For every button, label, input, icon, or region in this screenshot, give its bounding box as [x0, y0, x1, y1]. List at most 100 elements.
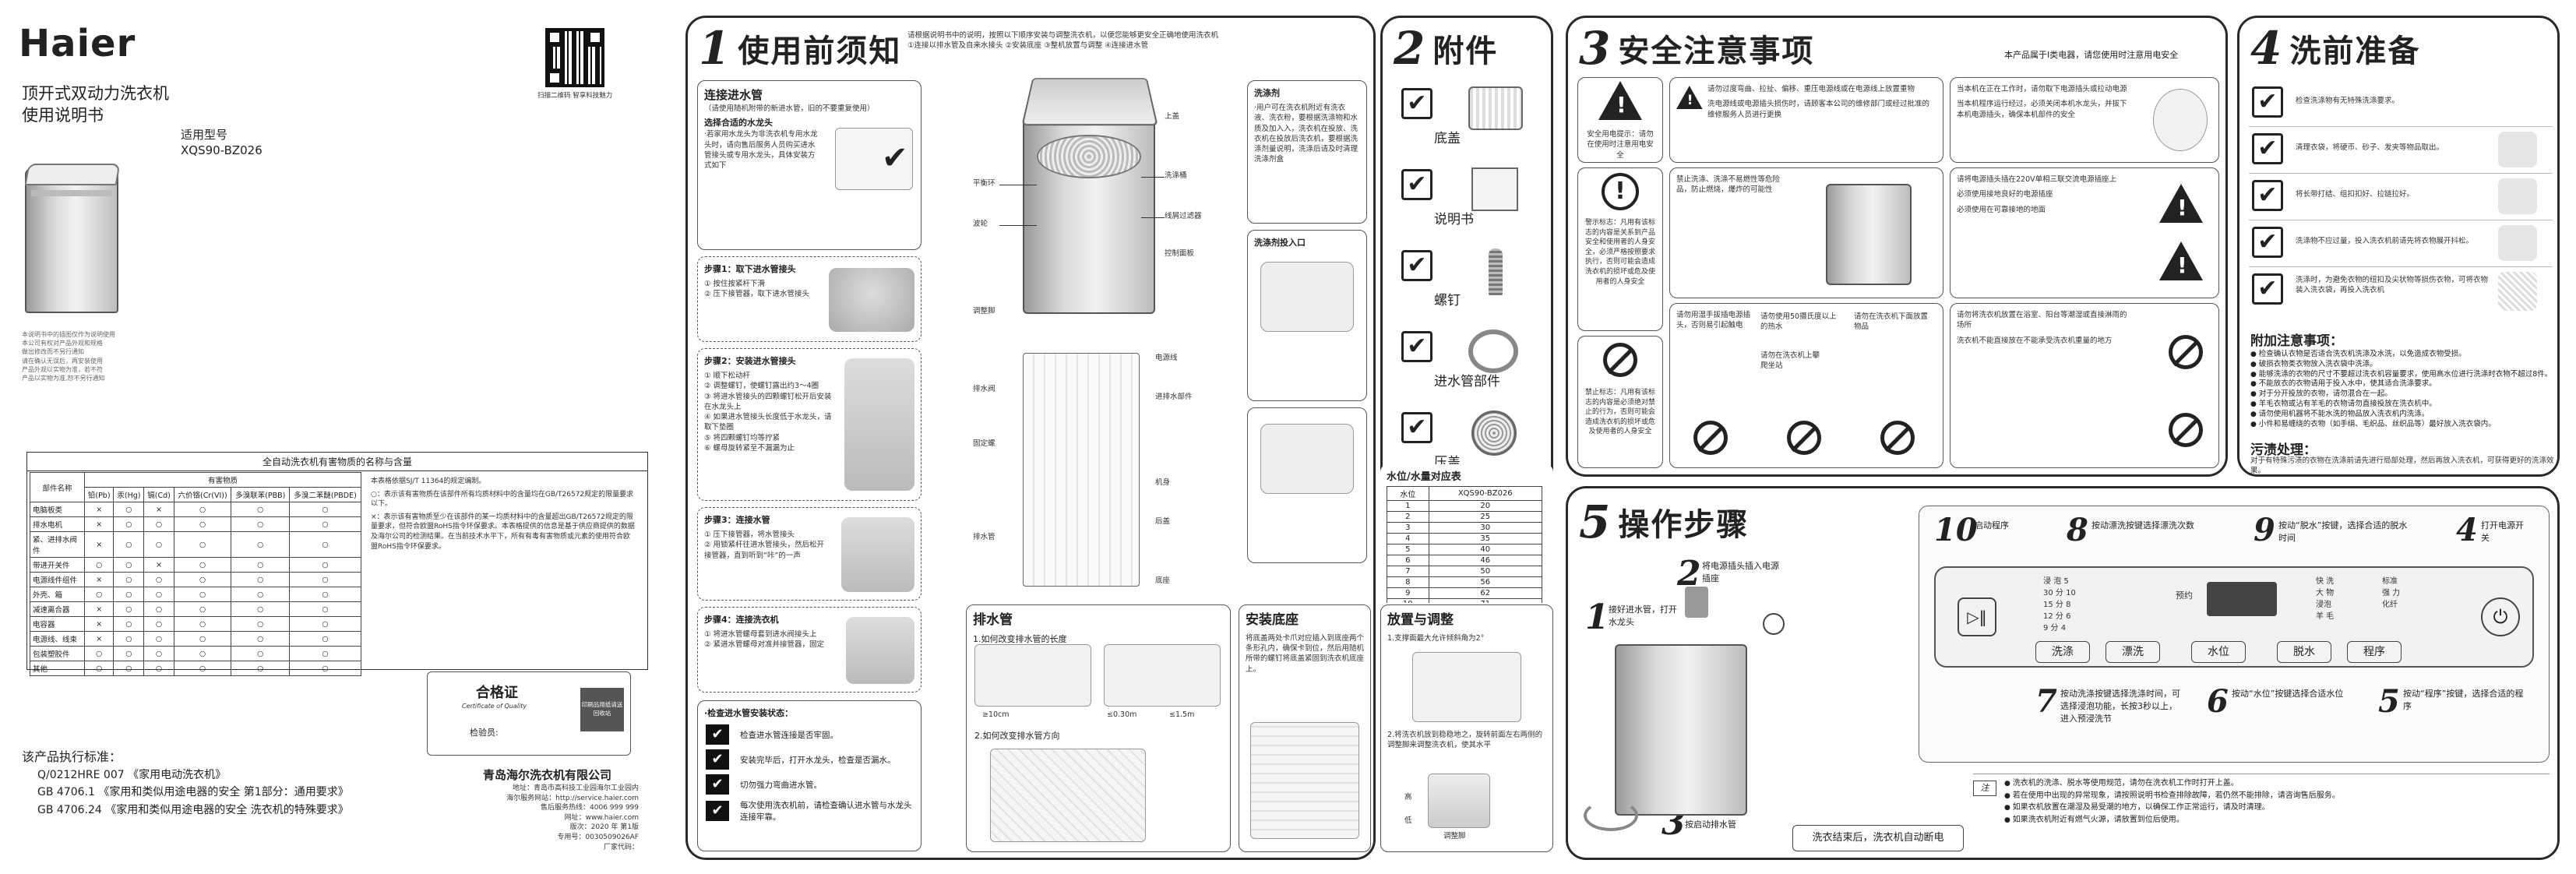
part-label: 上盖 — [1165, 112, 1180, 121]
rohs-group: 有害物质 — [84, 472, 361, 488]
check-icon: ✔ — [706, 724, 729, 745]
step4-illustration — [846, 617, 914, 684]
part-label: 底座 — [1155, 576, 1171, 585]
accessory-item: ✔ 说明书 — [1394, 164, 1545, 245]
place-label-low: 低 — [1404, 816, 1412, 825]
stain-text: 对于有特殊污渍的衣物在洗涤前请先进行局部处理，然后再放入洗衣机，可获得更好的洗涤… — [2250, 456, 2554, 476]
disclaimer: 本说明书中的插图仅作为说明使用 本公司有权对产品外观和规格 做出修改而不另行通知… — [22, 331, 115, 382]
rohs-cell: × — [83, 516, 115, 532]
warning-triangle-icon — [1598, 81, 1642, 120]
part-label: 固定螺 — [973, 439, 996, 448]
rohs-cell: × — [83, 601, 115, 617]
accessory-item: ✔ 进水管部件 — [1394, 326, 1545, 407]
rohs-cell: ○ — [231, 646, 291, 661]
accessory-item: ✔ 压盖 — [1394, 407, 1545, 488]
sec5-header: 5 操作步骤 — [1579, 499, 1749, 544]
product-title-1: 顶开式双动力洗衣机 — [22, 84, 169, 103]
softener-box: 洗涤剂投入口 — [1247, 230, 1367, 401]
rohs-row: 电容器×○○○○○ — [30, 616, 361, 632]
wl-header: 水位 — [1387, 486, 1429, 501]
step2-items: ① 顺下松动杆 ② 调整螺钉，使螺钉露出约3～4圈 ③ 将进水管接头的四颗螺钉松… — [704, 371, 832, 453]
rohs-cell: ○ — [289, 646, 361, 661]
leader-line — [999, 225, 1037, 226]
note-icon: 注 — [1973, 781, 1996, 796]
zipper-illustration — [2498, 178, 2537, 214]
wl-header: XQS90-BZ026 — [1428, 486, 1542, 501]
washer-rear-diagram — [1023, 353, 1140, 587]
place-label-foot: 调整脚 — [1443, 832, 1466, 841]
rohs-cell: ○ — [231, 502, 291, 517]
rohs-col: 铅(Pb) — [83, 487, 115, 502]
section-operation: 5 操作步骤 1 接好进水管，打开水龙头 2 将电源插头插入电源插座 3 按启动… — [1566, 486, 2560, 860]
rohs-cell: ○ — [113, 616, 145, 632]
drain-dim: ≤0.30m — [1107, 710, 1137, 719]
rohs-cell: ○ — [289, 631, 361, 647]
rohs-cell: ○ — [289, 572, 361, 587]
wl-row: 1071 — [1387, 598, 1542, 603]
rohs-cell: ○ — [143, 631, 174, 647]
wl-cell: 5 — [1387, 544, 1429, 555]
sec1-number: 1 — [699, 22, 731, 75]
sec1-header: 1 使用前须知 — [699, 26, 901, 71]
screw-icon — [1489, 248, 1503, 295]
rohs-cell: ○ — [113, 587, 145, 602]
product-title-2: 使用说明书 — [22, 106, 104, 125]
wash-time-list: 浸 泡 5 30 分 10 15 分 8 12 分 6 9 分 4 — [2043, 577, 2076, 633]
check-icon: ✔ — [1401, 88, 1432, 119]
wash-button[interactable]: 洗涤 — [2035, 641, 2090, 663]
safety-text: 请勿将洗衣机放置在浴室、阳台等潮湿或直接淋雨的场所 — [1957, 311, 2127, 330]
step2-illustration — [844, 358, 914, 491]
step1-box: 步骤1：取下进水管接头 ① 按住按紧杆下滑 ② 压下接管器，取下进水管接头 — [697, 256, 922, 342]
prewash-item: ✔ 将长带打结、组扣扣好、拉链拉好。 — [2249, 174, 2553, 220]
program-button[interactable]: 程序 — [2347, 641, 2402, 663]
wl-cell: 9 — [1387, 587, 1429, 599]
sec5-notes: 注 洗衣机的洗涤、脱水等使用规范，请勿在洗衣机工作时打开上盖。 若在使用中出现的… — [1973, 774, 2550, 851]
rohs-cell: ○ — [173, 572, 232, 587]
place-title: 放置与调整 — [1387, 612, 1454, 628]
rohs-row: 其他○○○○○○ — [30, 661, 361, 676]
rohs-cell: ○ — [289, 587, 361, 602]
step4-box: 步骤4：连接洗衣机 ① 将进水管螺母套到进水阀接头上 ② 紧进水管螺母对准并接管… — [697, 607, 922, 693]
wl-cell: 71 — [1428, 598, 1542, 603]
legend-warning-text: 安全用电提示：请勿在使用时注意用电安全 — [1587, 130, 1654, 160]
rinse-button[interactable]: 漂洗 — [2106, 641, 2160, 663]
plug-icon — [1763, 613, 1785, 635]
power-button[interactable]: ⏻ — [2481, 597, 2520, 636]
sec5-notes-list: 洗衣机的洗涤、脱水等使用规范，请勿在洗衣机工作时打开上盖。 若在使用中出现的异常… — [2004, 777, 2542, 826]
accessory-label: 底盖 — [1434, 131, 1461, 146]
prewash-list: ✔ 检查洗涤物有无特殊洗涤要求。 ✔ 清理衣袋，将硬币、砂子、发夹等物品取出。 … — [2249, 80, 2553, 317]
rohs-cell: ○ — [83, 587, 115, 602]
rohs-cell: ○ — [231, 616, 291, 632]
spin-button[interactable]: 脱水 — [2277, 641, 2331, 663]
rohs-cell: ○ — [143, 587, 174, 602]
rohs-cell: ○ — [289, 661, 361, 676]
prohibit-icon — [1787, 421, 1821, 455]
cert-stamp: 印刷品用纸请送回收站 — [580, 688, 624, 731]
part-label: 洗涤桶 — [1165, 171, 1187, 180]
certificate: 合格证 Certificate of Quality 检验员: 印刷品用纸请送回… — [427, 671, 631, 756]
rohs-cell: × — [143, 557, 174, 573]
panel-step-text: 按动洗涤按键选择洗涤时间，可选择浸泡功能，长按3秒以上，进入预浸洗节 — [2060, 689, 2180, 724]
standards-label: 该产品执行标准： — [22, 749, 122, 764]
start-button[interactable]: ▷‖ — [1958, 597, 1996, 636]
safety-text: 必须使用在可靠接地的地面 — [1957, 205, 2046, 214]
sec5-title: 操作步骤 — [1618, 507, 1750, 543]
manual-icon — [1471, 167, 1518, 211]
prewash-text: 洗涤物不应过量，投入洗衣机前请先将衣物展开抖松。 — [2296, 237, 2474, 245]
wl-cell: 62 — [1428, 587, 1542, 599]
rohs-cell: ○ — [231, 572, 291, 587]
adjust-foot-illustration — [1428, 774, 1490, 828]
wl-cell: 6 — [1387, 555, 1429, 566]
softener-illustration — [1260, 262, 1354, 332]
rohs-cell: ○ — [113, 502, 145, 517]
safety-item: 请勿用湿手拔插电源插头，否则易引起触电 请勿使用50摄氏度以上的热水 请勿在洗衣… — [1669, 303, 1943, 468]
rohs-body: 电脑板类×○×○○○排水电机×○○○○○紧、进排水阀件×○○○○○带进开关件○○… — [30, 502, 361, 676]
wl-cell: 3 — [1387, 522, 1429, 534]
safety-text: 请勿使用50摄氏度以上的热水 — [1760, 312, 1837, 332]
sec2-title: 附件 — [1432, 33, 1499, 69]
panel-step-text: 启动程序 — [1975, 520, 2009, 530]
water-level-button[interactable]: 水位 — [2191, 641, 2246, 663]
qr-corner-bl — [545, 69, 564, 87]
